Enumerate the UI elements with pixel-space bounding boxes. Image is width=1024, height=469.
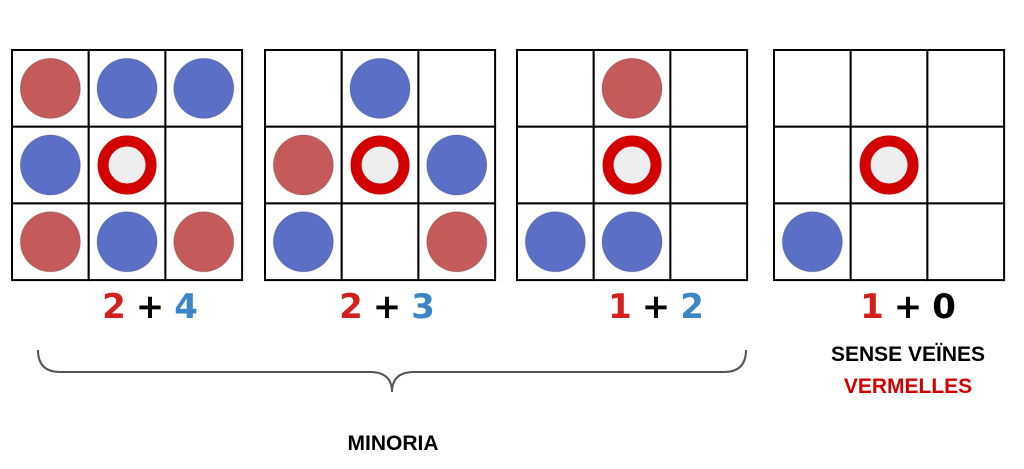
grid-cell	[669, 125, 749, 205]
grid-cell	[417, 49, 497, 128]
blue-dot	[272, 211, 334, 273]
blue-dot	[173, 57, 235, 119]
neighbour-count: 1+2	[608, 287, 704, 327]
minority-brace	[37, 349, 747, 393]
grids-layer	[11, 49, 1006, 282]
minority-label: MINORIA	[348, 432, 439, 455]
grid-cell	[849, 202, 929, 282]
red-dot	[19, 57, 81, 119]
no-red-neighbours-line1: SENSE VEÏNES	[831, 343, 985, 366]
grid-1	[11, 49, 244, 282]
red-dot	[601, 57, 663, 119]
grid-cell	[264, 49, 343, 128]
grid-2	[264, 49, 497, 282]
red-count: 1	[608, 287, 632, 327]
red-count: 2	[102, 287, 126, 327]
other-count: 3	[411, 287, 435, 327]
grid-cell	[773, 49, 852, 128]
blue-dot	[19, 134, 81, 196]
grid-cell	[773, 125, 852, 205]
neighbour-count: 2+3	[339, 287, 435, 327]
blue-dot	[96, 57, 158, 119]
grid-cell	[164, 125, 244, 205]
red-dot	[272, 134, 334, 196]
blue-dot	[781, 211, 843, 273]
blue-dot	[349, 57, 411, 119]
center-ring	[350, 135, 410, 195]
grid-cell	[516, 125, 595, 205]
no-red-neighbours-line2: VERMELLES	[844, 375, 972, 398]
red-count: 1	[860, 287, 884, 327]
red-dot	[173, 211, 235, 273]
grid-3	[516, 49, 749, 282]
center-ring	[602, 135, 662, 195]
plus-sign: +	[642, 287, 671, 327]
grid-cell	[669, 202, 749, 282]
grid-cell	[669, 49, 749, 128]
other-count: 4	[174, 287, 198, 327]
neighbour-count: 1+0	[860, 287, 956, 327]
center-ring	[859, 135, 919, 195]
red-dot	[426, 211, 488, 273]
center-ring	[97, 135, 157, 195]
neighbour-count: 2+4	[102, 287, 198, 327]
red-dot	[19, 211, 81, 273]
grid-cell	[516, 49, 595, 128]
plus-sign: +	[373, 287, 402, 327]
other-count: 0	[932, 287, 956, 327]
grid-4	[773, 49, 1006, 282]
red-count: 2	[339, 287, 363, 327]
other-count: 2	[680, 287, 704, 327]
blue-dot	[96, 211, 158, 273]
grid-cell	[926, 202, 1006, 282]
plus-sign: +	[894, 287, 923, 327]
grid-cell	[340, 202, 420, 282]
grid-cell	[926, 125, 1006, 205]
blue-dot	[601, 211, 663, 273]
blue-dot	[426, 134, 488, 196]
plus-sign: +	[136, 287, 165, 327]
grid-cell	[849, 49, 929, 128]
blue-dot	[524, 211, 586, 273]
grid-cell	[926, 49, 1006, 128]
